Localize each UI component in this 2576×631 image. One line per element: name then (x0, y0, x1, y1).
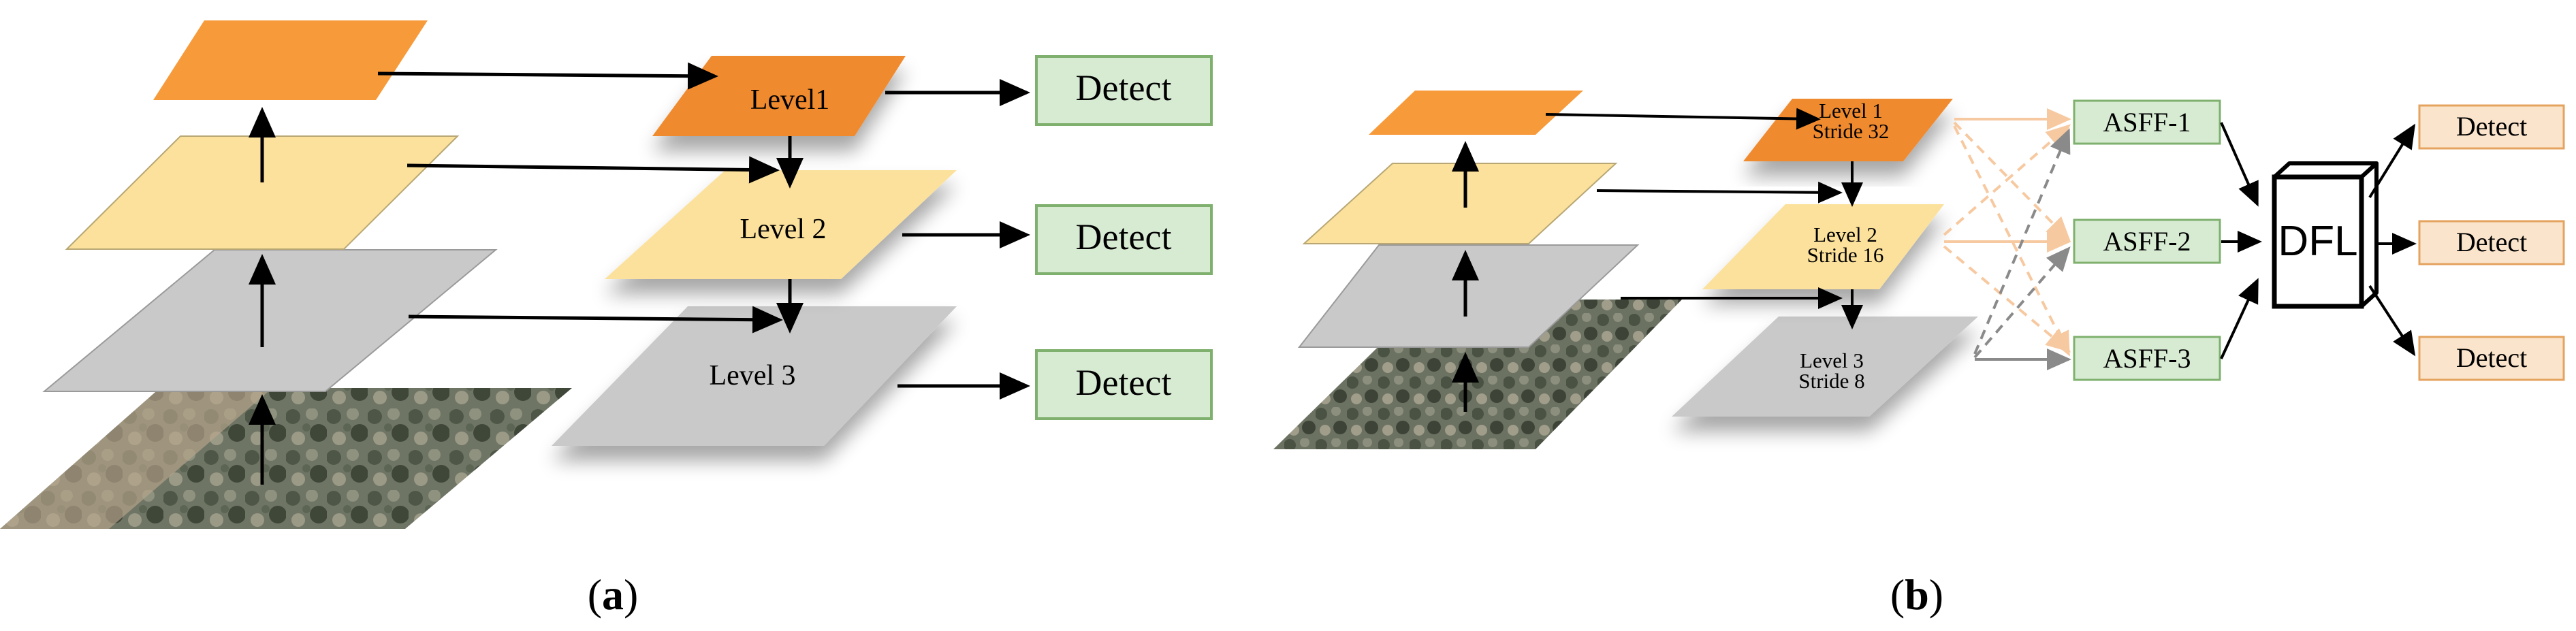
backbone-yellow-layer-a (65, 135, 460, 250)
dfl-cube: DFL (2272, 161, 2379, 309)
level1-label-a: Level1 (750, 84, 830, 116)
caption-b: (b) (1890, 570, 1943, 619)
detect-label-a-1: Detect (1076, 67, 1172, 108)
panel-a: Level1 Level 2 Level 3 Detect Detect Det… (0, 20, 1213, 619)
level2-label-a: Level 2 (740, 214, 826, 245)
asff-box-1 (2073, 99, 2221, 145)
neck-level1-layer-b (1743, 99, 1953, 161)
detect-box-b-2 (2418, 220, 2565, 265)
level3-label-a: Level 3 (709, 360, 795, 391)
dirt-road-overlay-a (0, 388, 272, 529)
lateral-arrow-b-2 (1596, 181, 1843, 204)
asff-label-2: ASFF-2 (2103, 226, 2191, 257)
asff-label-1: ASFF-1 (2103, 107, 2191, 137)
detect-label-b-1: Detect (2456, 111, 2527, 142)
detect-label-a-2: Detect (1076, 216, 1172, 257)
detect-box-a-3 (1035, 349, 1213, 420)
neck-level3-layer-a (552, 306, 957, 446)
neck-level2-layer-b (1702, 204, 1944, 289)
backbone-orange-layer-a (153, 20, 428, 100)
lateral-arrow-a-1 (377, 62, 718, 90)
detect-box-a-2 (1035, 204, 1213, 275)
detect-box-b-1 (2418, 104, 2565, 150)
lateral-arrow-b-1 (1545, 108, 1821, 130)
backbone-gray-layer-a (42, 249, 498, 392)
asff-box-2 (2073, 219, 2221, 264)
asff-to-dfl-arrow-1 (2220, 122, 2259, 207)
asff-box-3 (2073, 336, 2221, 381)
detect-box-a-1 (1035, 55, 1213, 126)
backbone-orange-layer-b (1369, 91, 1583, 135)
dfl-to-detect-arrow-1 (2368, 123, 2416, 199)
neck-level2-layer-a (605, 170, 957, 279)
lateral-arrow-a-2 (407, 156, 780, 184)
lateral-arrow-a-3 (408, 306, 783, 334)
caption-a: (a) (588, 570, 639, 619)
backbone-gray-layer-b (1297, 244, 1640, 348)
asff-cross-connections (1943, 108, 2071, 370)
detect-label-a-3: Detect (1076, 362, 1172, 403)
detect-label-b-3: Detect (2456, 342, 2527, 373)
dfl-label: DFL (2278, 218, 2357, 265)
asff-label-3: ASFF-3 (2103, 343, 2191, 374)
detect-box-b-3 (2418, 336, 2565, 381)
detect-label-b-2: Detect (2456, 227, 2527, 257)
backbone-yellow-layer-b (1302, 163, 1618, 244)
dfl-to-detect-arrow-3 (2368, 285, 2416, 357)
neck-level3-layer-b (1672, 317, 1978, 417)
asff-to-dfl-arrow-3 (2220, 278, 2259, 359)
